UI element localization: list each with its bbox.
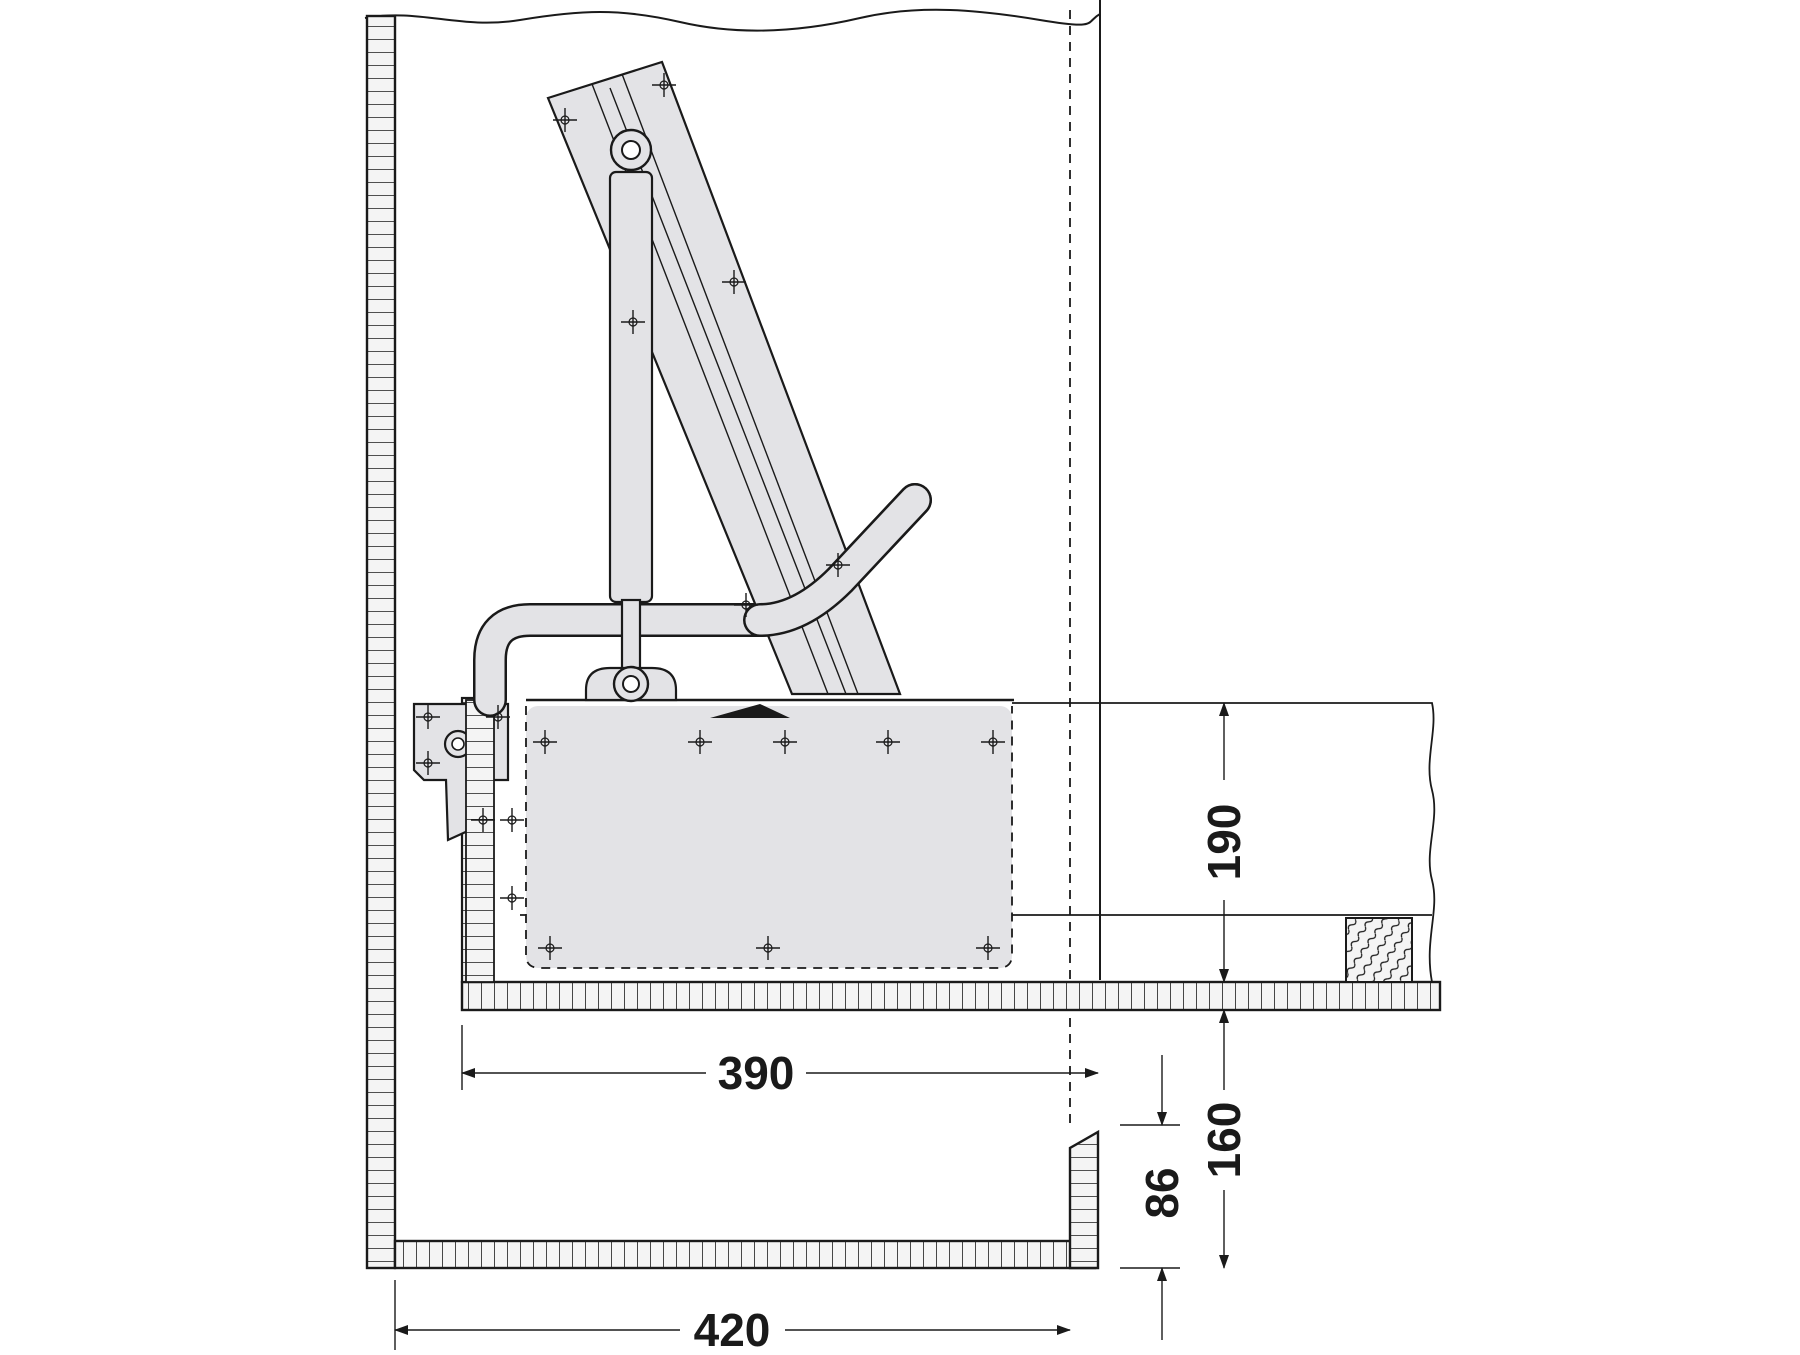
cabinet-bottom-panel: [393, 1239, 1097, 1270]
cabinet: [364, 0, 1101, 1270]
base-plate-outline: [525, 706, 1013, 969]
gas-spring-bottom-pin: [622, 675, 640, 693]
gas-spring-rod: [620, 598, 642, 672]
lid-panel: [546, 60, 902, 696]
screw-mark: [756, 936, 780, 960]
screw-mark: [876, 730, 900, 754]
screw-mark: [553, 108, 577, 132]
screw-mark: [652, 73, 676, 97]
direction-marker: [710, 704, 790, 718]
screw-mark: [500, 886, 524, 910]
screw-mark: [471, 808, 495, 832]
screw-mark: [773, 730, 797, 754]
dim-420-label: 420: [694, 1304, 771, 1350]
base-plate: [526, 706, 1012, 968]
screw-mark: [826, 553, 850, 577]
screw-mark: [533, 730, 557, 754]
gas-spring-top-pin: [621, 140, 641, 160]
box-outline: [1012, 702, 1436, 983]
screw-mark: [621, 310, 645, 334]
dim-86-label: 86: [1136, 1167, 1188, 1218]
screw-mark: [486, 705, 510, 729]
lift-fitting: [412, 60, 1014, 983]
tube-arm-front-fill: [745, 485, 930, 635]
screw-mark: [734, 593, 758, 617]
dimension-lines: [394, 702, 1229, 1350]
cabinet-plinth-front: [1068, 1129, 1100, 1270]
dim-390-label: 390: [718, 1047, 795, 1099]
cabinet-side-panel: [365, 14, 397, 1270]
break-line-top: [364, 8, 1101, 32]
screw-marks: [416, 73, 1005, 960]
bracket-pivot-inner: [451, 737, 465, 751]
screw-mark: [416, 751, 440, 775]
screw-mark: [722, 270, 746, 294]
screw-mark: [688, 730, 712, 754]
screw-mark: [976, 936, 1000, 960]
gas-spring-cylinder: [608, 170, 654, 604]
dim-190-label: 190: [1198, 804, 1250, 881]
bracket-strip: [465, 699, 495, 983]
screw-mark: [500, 808, 524, 832]
screw-mark: [981, 730, 1005, 754]
screw-mark: [538, 936, 562, 960]
shelf-board: [460, 980, 1442, 1012]
screw-mark: [416, 705, 440, 729]
dim-160-label: 160: [1198, 1102, 1250, 1179]
wooden-block: [1345, 917, 1413, 983]
